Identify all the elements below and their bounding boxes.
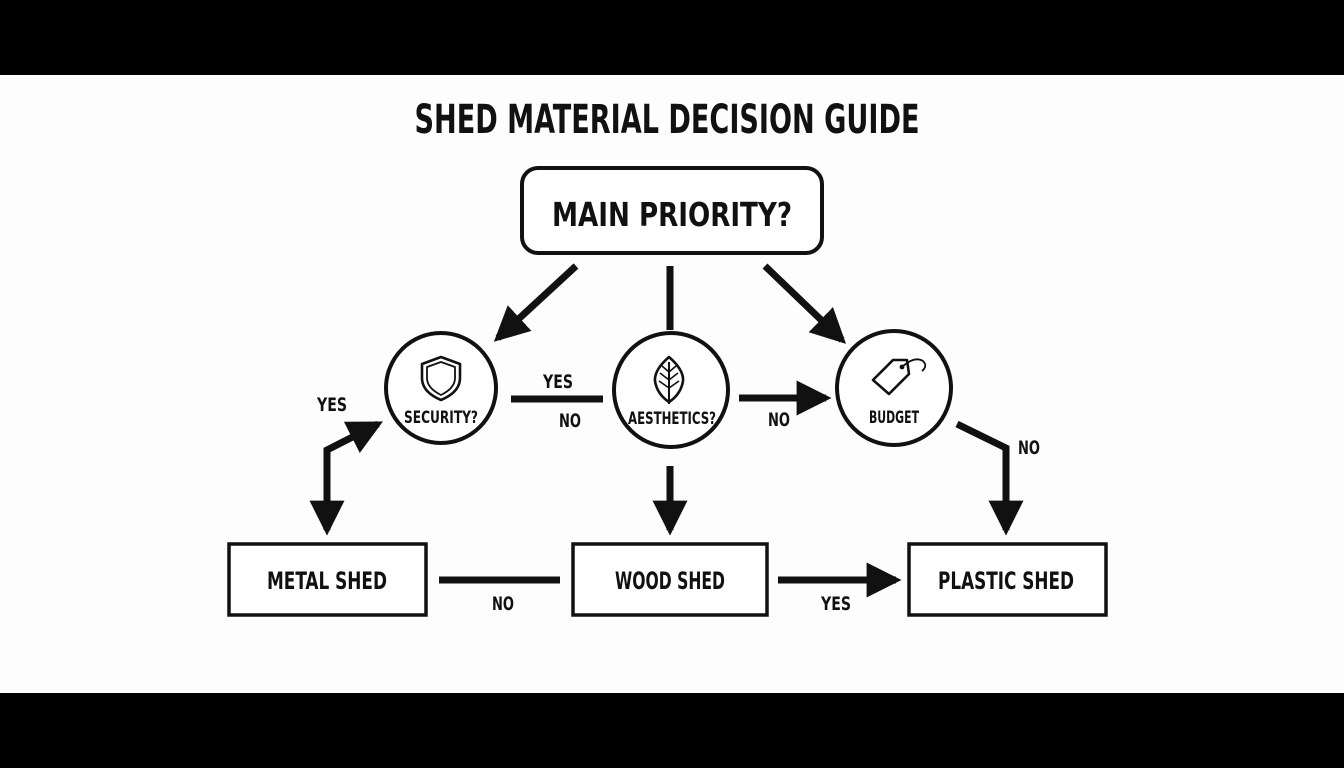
- shield-icon: [420, 355, 462, 402]
- metal-shed-node: METAL SHED: [227, 542, 428, 617]
- edge-label-no-budget: NO: [1018, 437, 1040, 459]
- edge-main-to-budget: [762, 263, 847, 344]
- plastic-shed-label: PLASTIC SHED: [938, 567, 1074, 595]
- diagram-title: SHED MATERIAL DECISION GUIDE: [415, 97, 920, 143]
- plastic-shed-node: PLASTIC SHED: [907, 542, 1108, 617]
- edge-budget-to-plastic: [955, 420, 1024, 536]
- main-priority-node: MAIN PRIORITY?: [520, 166, 824, 255]
- wood-shed-label: WOOD SHED: [615, 567, 725, 595]
- wood-shed-node: WOOD SHED: [571, 542, 769, 617]
- edge-label-no-security: NO: [559, 410, 581, 432]
- edge-metal-to-security: [309, 420, 383, 536]
- main-priority-label: MAIN PRIORITY?: [552, 195, 792, 234]
- top-letterbox: [0, 0, 1344, 75]
- edge-label-no-metal: NO: [492, 593, 514, 615]
- edge-label-yes-wood: YES: [820, 593, 851, 615]
- bottom-letterbox: [0, 693, 1344, 768]
- security-node: SECURITY?: [384, 331, 498, 445]
- edge-label-yes-metal: YES: [316, 394, 347, 416]
- edge-main-to-security: [493, 263, 579, 342]
- aesthetics-label: AESTHETICS?: [628, 409, 716, 429]
- budget-label: BUDGET: [869, 408, 919, 428]
- budget-node: BUDGET: [835, 329, 953, 447]
- edge-label-no-aesthetics: NO: [768, 409, 790, 431]
- security-label: SECURITY?: [404, 408, 478, 428]
- leaf-icon: [653, 355, 685, 404]
- aesthetics-node: AESTHETICS?: [612, 331, 730, 449]
- edge-label-yes-security: YES: [542, 371, 573, 393]
- metal-shed-label: METAL SHED: [267, 567, 387, 595]
- price-tag-icon: [871, 358, 927, 396]
